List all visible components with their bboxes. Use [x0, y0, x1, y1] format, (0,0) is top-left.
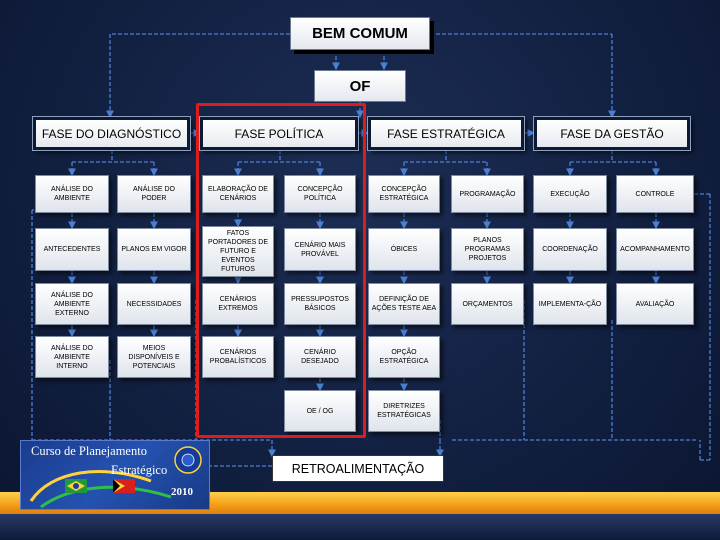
of-box: OF — [314, 70, 406, 102]
cell-text: ANTECEDENTES — [43, 246, 101, 253]
cell-text: DEFINIÇÃO DE AÇÕES TESTE AEA — [371, 296, 437, 312]
phase-label: FASE DO DIAGNÓSTICO — [41, 126, 182, 141]
cell-text: PROGRAMAÇÃO — [459, 190, 516, 198]
cell-text: IMPLEMENTA-ÇÃO — [538, 300, 602, 308]
cell-cenario-provavel: CENÁRIO MAIS PROVÁVEL — [284, 228, 356, 271]
cell-text: CONCEPÇÃO POLÍTICA — [297, 186, 343, 202]
cell-oe-og: OE / OG — [284, 390, 356, 432]
cell-definicao-acoes: DEFINIÇÃO DE AÇÕES TESTE AEA — [368, 283, 440, 325]
cell-text: OE / OG — [306, 407, 334, 415]
phase-label: FASE ESTRATÉGICA — [387, 126, 505, 141]
cell-text: OPÇÃO ESTRATÉGICA — [379, 349, 429, 365]
cell-text: PLANOS EM VIGOR — [121, 246, 187, 253]
retroalimentacao-label: RETROALIMENTAÇÃO — [291, 461, 425, 476]
cell-text: ANÁLISE DO AMBIENTE EXTERNO — [50, 291, 93, 317]
logo-line1: Curso de Planejamento — [31, 444, 147, 458]
cell-elaboracao-cenarios: ELABORAÇÃO DE CENÁRIOS — [202, 175, 274, 213]
cell-pressupostos: PRESSUPOSTOS BÁSICOS — [284, 283, 356, 325]
cell-text: PLANOS PROGRAMAS PROJETOS — [464, 237, 511, 262]
cell-programacao: PROGRAMAÇÃO — [451, 175, 524, 213]
politica-highlight-frame — [196, 103, 366, 438]
cell-text: ANÁLISE DO AMBIENTE INTERNO — [50, 344, 93, 370]
cell-obices: ÓBICES — [368, 228, 440, 271]
cell-text: AVALIAÇÃO — [635, 300, 675, 308]
cell-execucao: EXECUÇÃO — [533, 175, 607, 213]
cell-text: CENÁRIOS PROBALÍSTICOS — [209, 349, 267, 365]
phase-estrategica: FASE ESTRATÉGICA — [367, 116, 525, 151]
cell-antecedentes: ANTECEDENTES — [35, 228, 109, 271]
phase-label: FASE POLÍTICA — [234, 126, 324, 141]
logo-year: 2010 — [171, 486, 193, 498]
cell-acompanhamento: ACOMPANHAMENTO — [616, 228, 694, 271]
cell-text: ANÁLISE DO PODER — [132, 186, 175, 202]
cell-text: CENÁRIO MAIS PROVÁVEL — [294, 241, 346, 258]
cell-fatos-portadores: FATOS PORTADORES DE FUTURO E EVENTOS FUT… — [202, 226, 274, 277]
cell-text: ANÁLISE DO AMBIENTE — [50, 186, 93, 202]
cell-ambiente-interno: ANÁLISE DO AMBIENTE INTERNO — [35, 336, 109, 378]
phase-politica: FASE POLÍTICA — [199, 116, 359, 151]
bottom-strip — [0, 514, 720, 540]
cell-concepcao-estrategica: CONCEPÇÃO ESTRATÉGICA — [368, 175, 440, 213]
cell-text: NECESSIDADES — [126, 300, 182, 308]
bem-comum-label: BEM COMUM — [312, 25, 408, 42]
cell-avaliacao: AVALIAÇÃO — [616, 283, 694, 325]
cell-concepcao-politica: CONCEPÇÃO POLÍTICA — [284, 175, 356, 213]
cell-text: MEIOS DISPONÍVEIS E POTENCIAIS — [128, 344, 180, 370]
cell-planos-vigor: PLANOS EM VIGOR — [117, 228, 191, 271]
cell-text: FATOS PORTADORES DE FUTURO E EVENTOS FUT… — [207, 230, 269, 273]
cell-diretrizes: DIRETRIZES ESTRATÉGICAS — [368, 390, 440, 432]
cell-implementacao: IMPLEMENTA-ÇÃO — [533, 283, 607, 325]
cell-text: ACOMPANHAMENTO — [620, 246, 690, 253]
cell-text: COORDENAÇÃO — [542, 246, 598, 253]
cell-text: CONTROLE — [635, 190, 675, 198]
cell-text: ÓBICES — [390, 246, 418, 253]
logo-swoosh-icon — [29, 446, 202, 509]
phase-gestao: FASE DA GESTÃO — [533, 116, 691, 151]
cell-controle: CONTROLE — [616, 175, 694, 213]
cell-analise-poder: ANÁLISE DO PODER — [117, 175, 191, 213]
cell-meios: MEIOS DISPONÍVEIS E POTENCIAIS — [117, 336, 191, 378]
cell-text: DIRETRIZES ESTRATÉGICAS — [377, 403, 431, 419]
phase-label: FASE DA GESTÃO — [560, 126, 664, 141]
retroalimentacao-box: RETROALIMENTAÇÃO — [272, 455, 444, 482]
cell-cenarios-probalisticos: CENÁRIOS PROBALÍSTICOS — [202, 336, 274, 378]
logo-line2: Estratégico — [111, 463, 168, 477]
cell-text: ELABORAÇÃO DE CENÁRIOS — [208, 186, 268, 202]
cell-cenario-desejado: CENÁRIO DESEJADO — [284, 336, 356, 378]
cell-text: CENÁRIO DESEJADO — [301, 349, 339, 365]
cell-opcao-estrategica: OPÇÃO ESTRATÉGICA — [368, 336, 440, 378]
cell-text: EXECUÇÃO — [550, 190, 590, 198]
cell-orcamentos: ORÇAMENTOS — [451, 283, 524, 325]
cell-text: CENÁRIOS EXTREMOS — [218, 296, 258, 312]
cell-text: PRESSUPOSTOS BÁSICOS — [291, 296, 349, 312]
cell-coordenacao: COORDENAÇÃO — [533, 228, 607, 271]
cell-cenarios-extremos: CENÁRIOS EXTREMOS — [202, 283, 274, 325]
cell-planos-programas: PLANOS PROGRAMAS PROJETOS — [451, 228, 524, 271]
cell-text: CONCEPÇÃO ESTRATÉGICA — [379, 186, 429, 202]
cell-text: ORÇAMENTOS — [462, 300, 513, 308]
cell-ambiente-externo: ANÁLISE DO AMBIENTE EXTERNO — [35, 283, 109, 325]
of-label: OF — [349, 77, 371, 95]
course-logo: Curso de Planejamento Estratégico 2010 — [20, 440, 210, 510]
cell-analise-ambiente: ANÁLISE DO AMBIENTE — [35, 175, 109, 213]
bem-comum-box: BEM COMUM — [290, 17, 430, 50]
phase-diagnostico: FASE DO DIAGNÓSTICO — [32, 116, 191, 151]
cell-necessidades: NECESSIDADES — [117, 283, 191, 325]
